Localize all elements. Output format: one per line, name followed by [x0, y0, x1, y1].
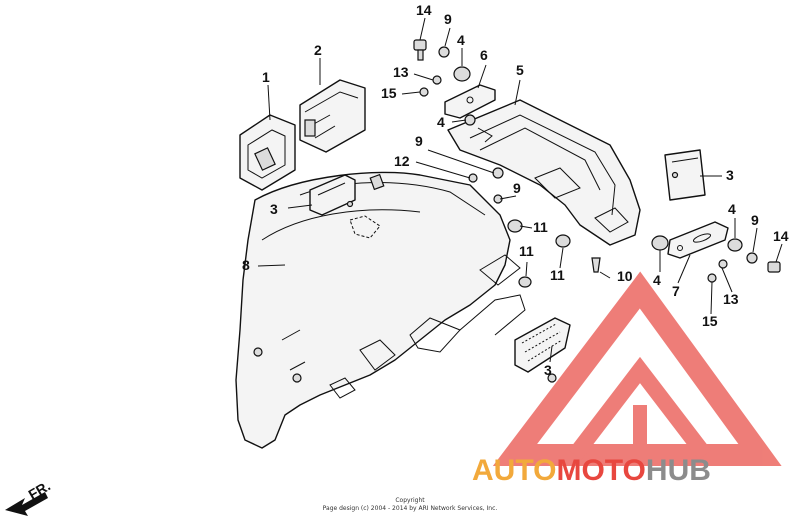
- watermark-logo-icon: [492, 271, 782, 466]
- callout-11: 11: [550, 267, 565, 283]
- watermark-brand-text: AUTOMOTOHUB: [472, 454, 711, 487]
- callout-13: 13: [393, 64, 409, 80]
- brand-part-moto: MOTO: [556, 454, 645, 487]
- callout-2: 2: [314, 42, 322, 58]
- callout-11: 11: [519, 243, 534, 259]
- part-3-pad-right: [664, 149, 706, 201]
- callout-5: 5: [516, 62, 524, 78]
- callout-8: 8: [242, 257, 250, 273]
- callout-15: 15: [381, 85, 397, 101]
- direction-label: FR.: [26, 477, 54, 502]
- part-5-bracket-frame: [447, 99, 641, 246]
- copyright-title: Copyright: [395, 497, 425, 504]
- callout-14: 14: [773, 228, 789, 244]
- callout-9: 9: [444, 11, 452, 27]
- callout-12: 12: [394, 153, 410, 169]
- part-3-pad-left: [309, 174, 356, 216]
- copyright-text: Page design (c) 2004 - 2014 by ARI Netwo…: [322, 505, 498, 512]
- part-6-plate: [444, 84, 496, 119]
- brand-part-hub: HUB: [646, 454, 711, 487]
- callout-7: 7: [672, 283, 680, 299]
- callout-4: 4: [728, 201, 736, 217]
- callout-9: 9: [415, 133, 423, 149]
- svg-text:AUTOMOTOHUB: AUTOMOTOHUB: [472, 454, 711, 487]
- rear-fender-part: [235, 171, 526, 449]
- callout-3: 3: [544, 362, 552, 378]
- callout-4: 4: [437, 114, 445, 130]
- callout-4: 4: [457, 32, 465, 48]
- part-1-bracket: [239, 114, 296, 191]
- callout-11: 11: [533, 219, 548, 235]
- copyright-notice: Copyright Page design (c) 2004 - 2014 by…: [300, 497, 520, 513]
- callout-15: 15: [702, 313, 718, 329]
- hardware-fasteners: [413, 39, 781, 288]
- callout-3: 3: [270, 201, 278, 217]
- part-3-reflector: [514, 317, 571, 383]
- callout-6: 6: [480, 47, 488, 63]
- callout-9: 9: [513, 180, 521, 196]
- callout-10: 10: [617, 268, 633, 284]
- callout-9: 9: [751, 212, 759, 228]
- callout-4: 4: [653, 272, 661, 288]
- callout-14: 14: [416, 2, 432, 18]
- front-direction-arrow-icon: FR.: [5, 477, 53, 516]
- brand-part-auto: AUTO: [472, 454, 556, 487]
- callout-13: 13: [723, 291, 739, 307]
- part-7-plate: [667, 221, 729, 259]
- callout-1: 1: [262, 69, 270, 85]
- callout-3: 3: [726, 167, 734, 183]
- callout-leader-lines: [257, 17, 783, 363]
- part-2-cover: [299, 79, 366, 153]
